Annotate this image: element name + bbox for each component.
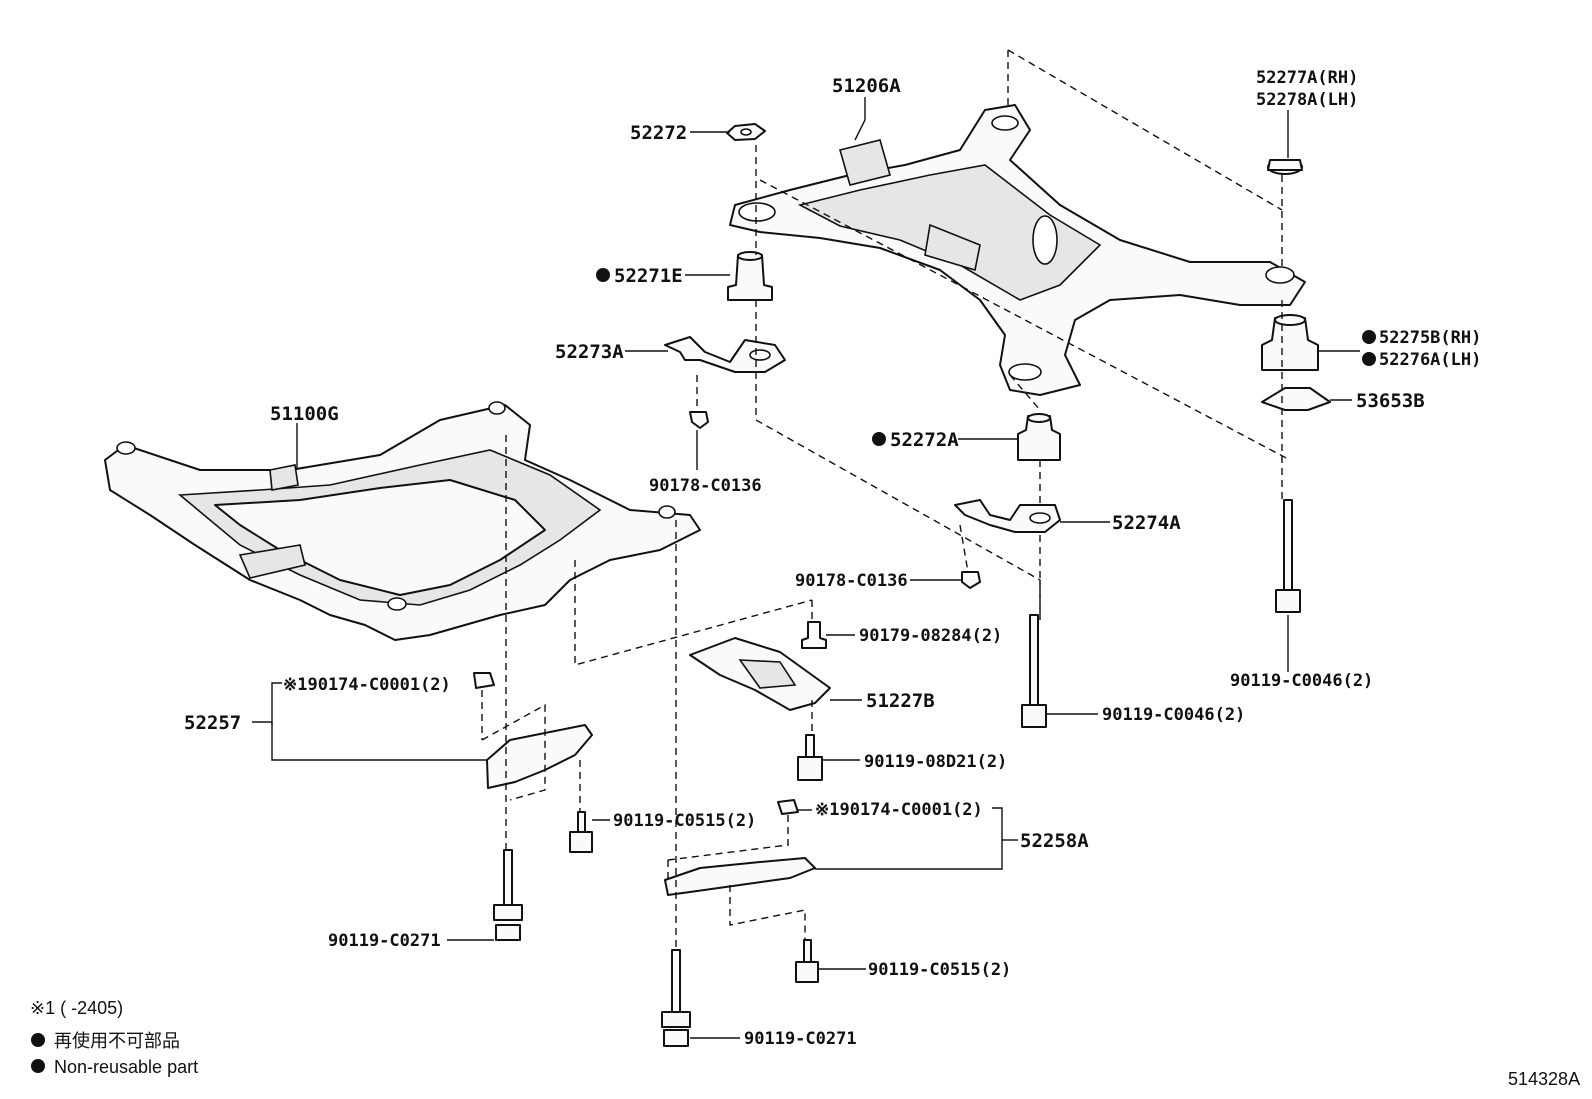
- label-53653b: 53653B: [1356, 390, 1425, 412]
- label-52274a: 52274A: [1112, 512, 1181, 534]
- legend-bullet-jp: [31, 1033, 45, 1047]
- bolt-rear-1-drawing: [1021, 614, 1047, 728]
- label-52257: 52257: [184, 712, 241, 734]
- nut-right-drawing: [777, 799, 799, 815]
- brace-52258a-drawing: [664, 857, 816, 896]
- bolt-08d21-drawing: [797, 734, 823, 781]
- nut-left-drawing: [473, 672, 495, 689]
- label-52271e: 52271E: [614, 265, 683, 287]
- label-bolt-08d21: 90119-08D21(2): [864, 752, 1007, 772]
- assembly-lines: [481, 49, 1291, 950]
- brace-52257-drawing: [486, 724, 593, 789]
- legend-non-reusable-jp: 再使用不可部品: [54, 1031, 180, 1051]
- brace-51227b-drawing: [689, 637, 831, 711]
- label-52272a: 52272A: [890, 429, 959, 451]
- legend-note: ※1 ( -2405): [30, 998, 123, 1018]
- legend-non-reusable-en: Non-reusable part: [54, 1057, 198, 1077]
- bolt-c0271-center-drawing: [661, 949, 691, 1047]
- legend-bullet-en: [31, 1059, 45, 1073]
- label-bolt-c0271-left: 90119-C0271: [328, 931, 441, 951]
- nut-52272-drawing: [726, 123, 766, 141]
- label-nut-note-right: ※190174-C0001(2): [815, 800, 983, 820]
- non-reusable-marker-52272a: [872, 432, 886, 446]
- label-51206a: 51206A: [832, 75, 901, 97]
- label-bolt-rear-1: 90119-C0046(2): [1102, 705, 1245, 725]
- bolt-8284-drawing: [801, 621, 827, 649]
- non-reusable-marker-52275b: [1362, 330, 1376, 344]
- washer-52277a-drawing: [1267, 159, 1303, 175]
- cushion-52275b-drawing: [1261, 314, 1319, 371]
- non-reusable-marker-52276a: [1362, 352, 1376, 366]
- label-nut-note-left: ※190174-C0001(2): [283, 675, 451, 695]
- clip-2-drawing: [961, 571, 981, 589]
- bolt-rear-2-drawing: [1275, 499, 1301, 613]
- cushion-52272a-drawing: [1017, 413, 1061, 461]
- label-clip-1: 90178-C0136: [649, 476, 762, 496]
- label-51227b: 51227B: [866, 690, 935, 712]
- front-crossmember-drawing: [104, 401, 701, 641]
- label-bolt-8284: 90179-08284(2): [859, 626, 1002, 646]
- stopper-52273a-drawing: [664, 336, 786, 373]
- label-52258a: 52258A: [1020, 830, 1089, 852]
- non-reusable-marker-52271e: [596, 268, 610, 282]
- label-52277a-rh: 52277A(RH): [1256, 68, 1358, 88]
- label-51100g: 51100G: [270, 403, 339, 425]
- clip-1-drawing: [689, 411, 709, 429]
- label-52276a-lh: 52276A(LH): [1379, 350, 1481, 370]
- label-52278a-lh: 52278A(LH): [1256, 90, 1358, 110]
- bolt-c0271-left-drawing: [493, 849, 523, 941]
- cushion-52271e-drawing: [727, 251, 773, 301]
- label-bolt-c0515-left: 90119-C0515(2): [613, 811, 756, 831]
- stopper-52274a-drawing: [954, 499, 1061, 533]
- rear-crossmember-drawing: [729, 104, 1306, 396]
- label-bolt-c0271-center: 90119-C0271: [744, 1029, 857, 1049]
- leader-lines: [252, 97, 1360, 1039]
- label-bolt-c0515-right: 90119-C0515(2): [868, 960, 1011, 980]
- label-clip-2: 90178-C0136: [795, 571, 908, 591]
- drawing-id: 514328A: [1508, 1069, 1580, 1089]
- label-52272: 52272: [630, 122, 687, 144]
- label-52273a: 52273A: [555, 341, 624, 363]
- bolt-c0515-left-drawing: [569, 811, 593, 853]
- label-bolt-rear-2: 90119-C0046(2): [1230, 671, 1373, 691]
- bolt-c0515-right-drawing: [795, 939, 819, 983]
- dust-cover-53653b-drawing: [1261, 387, 1331, 411]
- label-52275b-rh: 52275B(RH): [1379, 328, 1481, 348]
